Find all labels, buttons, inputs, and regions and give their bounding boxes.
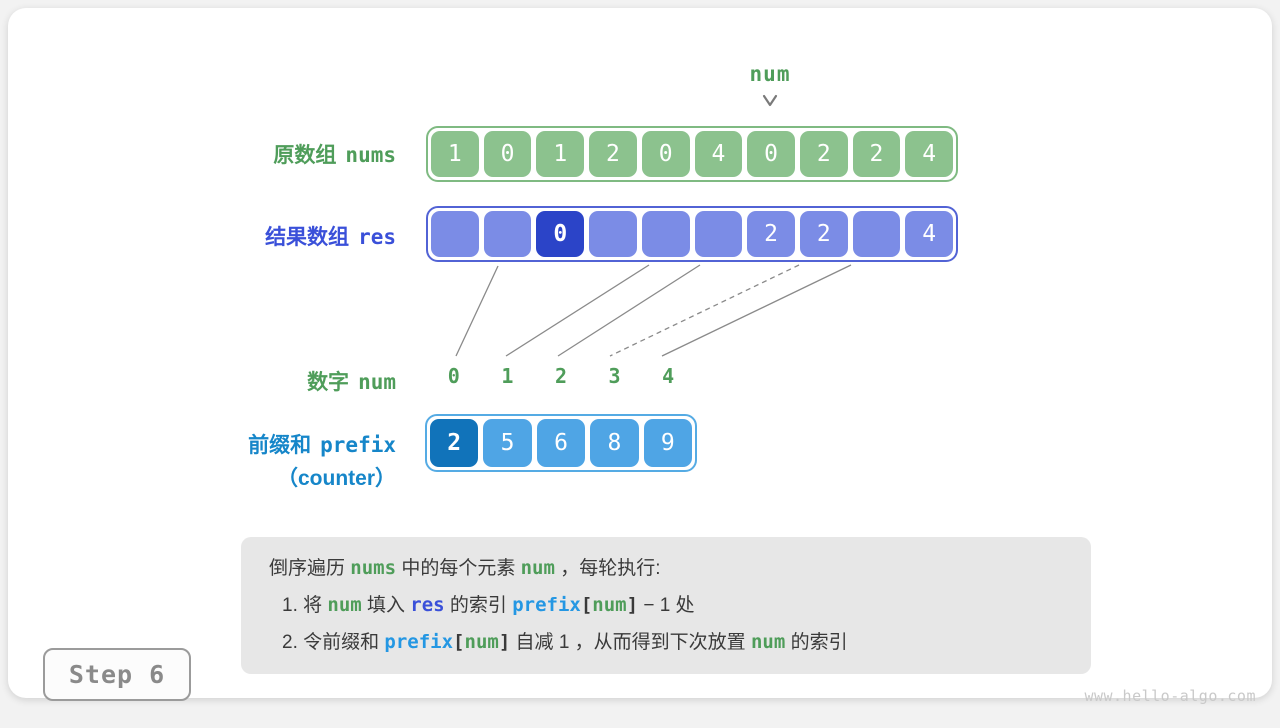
- digits-row: 0 1 2 3 4: [427, 364, 695, 388]
- prefix-row-label-cn: 前缀和: [248, 434, 312, 457]
- explanation-segment: res: [410, 594, 445, 616]
- res-cell: [641, 211, 690, 257]
- prefix-row-label-sub: （counter）: [276, 467, 396, 490]
- res-row-label-code: res: [358, 225, 396, 249]
- explanation-segment: num: [464, 631, 499, 653]
- explanation-segment: prefix: [512, 594, 581, 616]
- digit-label: 0: [447, 364, 460, 388]
- nums-row-label-code: nums: [345, 143, 396, 167]
- explanation-segment: ]: [498, 631, 511, 653]
- explanation-line-2: 1. 将 num 填入 res 的索引 prefix[num] − 1 处: [269, 587, 1071, 624]
- watermark: www.hello-algo.com: [1084, 687, 1256, 705]
- res-cell: [852, 211, 901, 257]
- explanation-segment: 1. 将: [282, 595, 328, 616]
- step-badge: Step 6: [43, 648, 191, 701]
- res-cell: [431, 211, 479, 257]
- res-cell-highlighted: 0: [536, 211, 585, 257]
- nums-row-label-cn: 原数组: [273, 144, 337, 167]
- explanation-line-3: 2. 令前缀和 prefix[num] 自减 1 ，从而得到下次放置 num 的…: [269, 624, 1071, 661]
- res-cell: [483, 211, 532, 257]
- explanation-segment: nums: [350, 557, 397, 579]
- digit-label: 2: [554, 364, 567, 388]
- arrow-down-icon: [762, 94, 778, 107]
- explanation-box: 倒序遍历 nums 中的每个元素 num ，每轮执行: 1. 将 num 填入 …: [241, 537, 1091, 674]
- explanation-segment: [: [580, 594, 593, 616]
- explanation-segment: 倒序遍历: [269, 558, 351, 579]
- prefix-cell: 8: [590, 419, 639, 467]
- nums-cell: 0: [641, 131, 690, 177]
- explanation-segment: num: [592, 594, 627, 616]
- explanation-segment: num: [750, 631, 786, 653]
- digits-row-label-cn: 数字: [307, 371, 350, 394]
- explanation-line-1: 倒序遍历 nums 中的每个元素 num ，每轮执行:: [269, 550, 1071, 587]
- nums-cell: 1: [536, 131, 585, 177]
- prefix-cell: 9: [643, 419, 693, 467]
- explanation-segment: 填入: [361, 595, 411, 616]
- nums-array: 1 0 1 2 0 4 0 2 2 4: [426, 126, 958, 182]
- res-row-label: 结果数组 res: [138, 221, 396, 251]
- digits-row-label-code: num: [358, 370, 396, 394]
- res-cell: [694, 211, 743, 257]
- res-cell: 2: [799, 211, 848, 257]
- nums-cell: 2: [852, 131, 901, 177]
- res-row-label-cn: 结果数组: [265, 226, 350, 249]
- prefix-row-label: 前缀和 prefix （counter）: [138, 429, 396, 495]
- res-cell: 2: [747, 211, 795, 257]
- explanation-segment: 自减 1 ，从而得到下次放置: [510, 632, 751, 653]
- nums-cell: 2: [589, 131, 637, 177]
- explanation-segment: prefix: [384, 631, 454, 653]
- digit-label: 3: [608, 364, 621, 388]
- nums-cell: 4: [905, 131, 954, 177]
- nums-cell: 4: [694, 131, 743, 177]
- res-cell: 4: [905, 211, 954, 257]
- prefix-cell: 6: [536, 419, 586, 467]
- res-cell: [589, 211, 637, 257]
- explanation-segment: [: [453, 631, 465, 653]
- explanation-segment: ]: [626, 594, 639, 616]
- explanation-segment: ，每轮执行:: [554, 558, 661, 579]
- prefix-cell: 5: [483, 419, 532, 467]
- explanation-segment: num: [327, 594, 362, 616]
- explanation-segment: − 1 处: [638, 595, 695, 616]
- prefix-array: 2 5 6 8 9: [425, 414, 697, 472]
- explanation-segment: num: [520, 557, 555, 579]
- digit-label: 4: [662, 364, 675, 388]
- num-pointer-label: num: [749, 62, 791, 86]
- nums-cell: 2: [799, 131, 848, 177]
- explanation-segment: 的索引: [785, 632, 848, 653]
- explanation-segment: 中的每个元素: [396, 558, 521, 579]
- prefix-cell-highlighted: 2: [430, 419, 479, 467]
- digit-label: 1: [501, 364, 514, 388]
- res-array: 0 2 2 4: [426, 206, 958, 262]
- nums-cell: 1: [431, 131, 479, 177]
- nums-row-label: 原数组 nums: [138, 139, 396, 169]
- nums-cell-pointed: 0: [747, 131, 795, 177]
- nums-cell: 0: [483, 131, 532, 177]
- digits-row-label: 数字 num: [138, 366, 396, 396]
- explanation-segment: 2. 令前缀和: [282, 632, 385, 653]
- explanation-segment: 的索引: [444, 595, 513, 616]
- prefix-row-label-code: prefix: [320, 433, 396, 457]
